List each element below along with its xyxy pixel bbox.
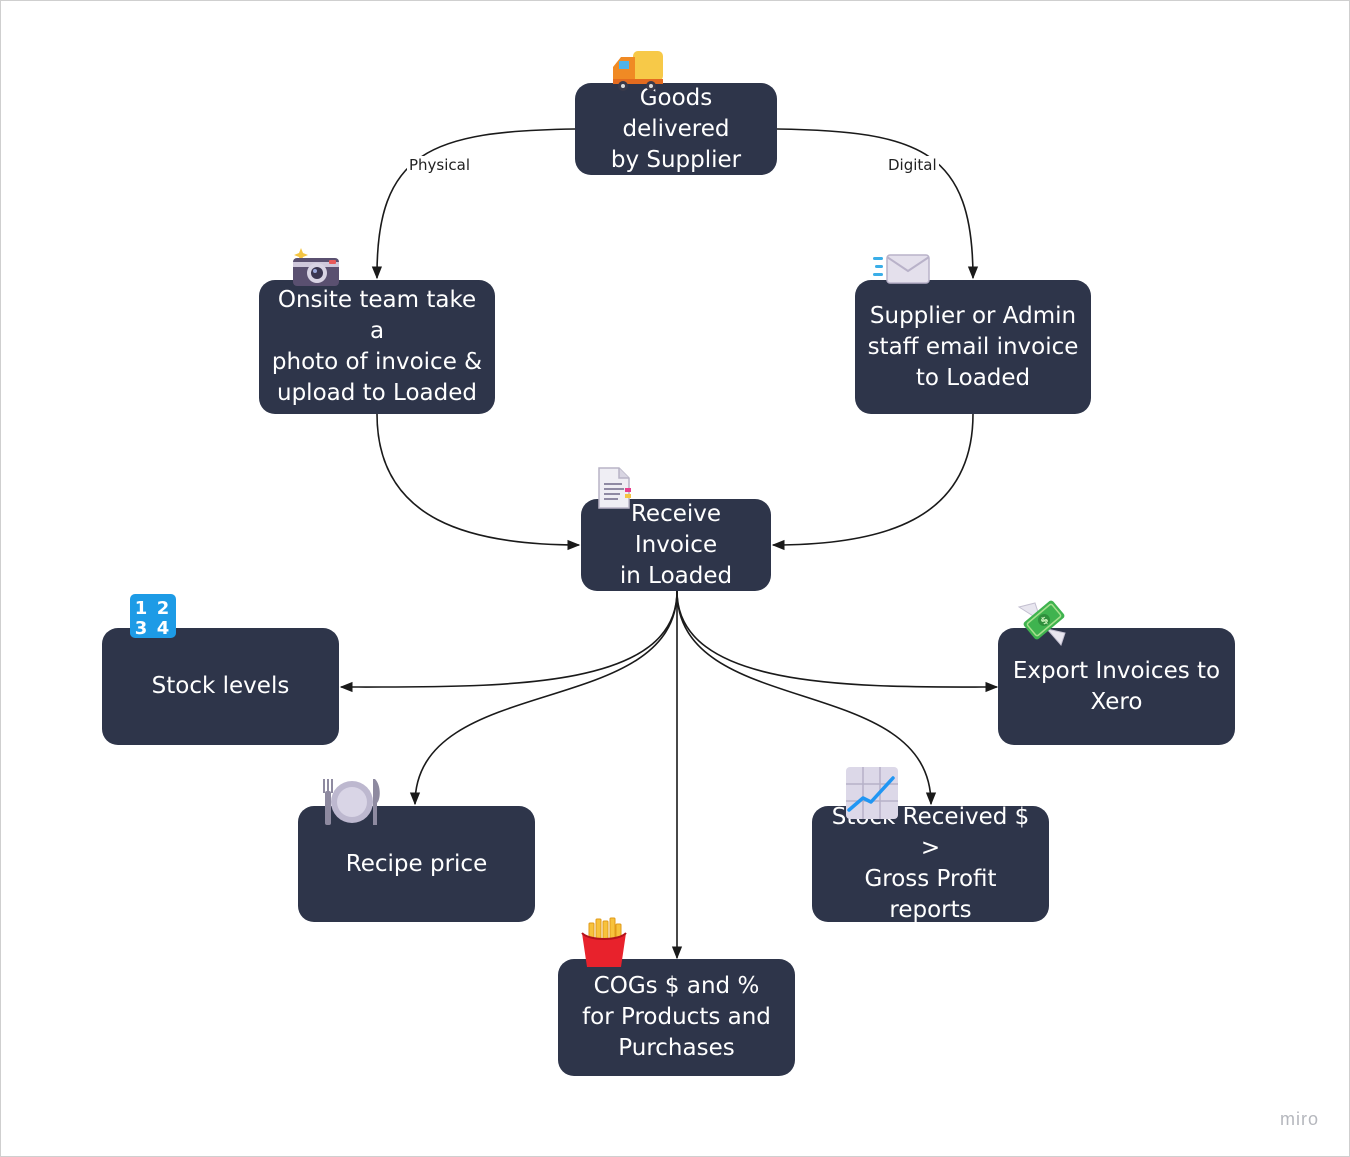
svg-text:4: 4 [157,618,170,639]
camera-flash-icon [293,248,339,286]
chart-increasing-icon [846,767,898,819]
envelope-icon [873,254,930,284]
node-onsite-photo[interactable]: Onsite team take a photo of invoice & up… [259,280,495,414]
document-icon [598,467,631,509]
node-export-xero[interactable]: Export Invoices to Xero [998,628,1235,745]
svg-text:2: 2 [157,598,170,619]
node-stock-levels[interactable]: Stock levels [102,628,339,745]
french-fries-icon [581,917,627,967]
node-goods-delivered[interactable]: Goods delivered by Supplier [575,83,777,175]
node-email-invoice[interactable]: Supplier or Admin staff email invoice to… [855,280,1091,414]
node-recipe-price[interactable]: Recipe price [298,806,535,922]
node-receive-invoice[interactable]: Receive Invoice in Loaded [581,499,771,591]
edge-onsite-to-receive [376,413,581,551]
edge-receive-to-recipe [409,590,678,806]
node-gross-profit[interactable]: Stock Received $ > Gross Profit reports [812,804,1049,923]
svg-text:1: 1 [135,598,148,619]
delivery-truck-icon [613,51,663,91]
edge-label-physical: Physical [407,156,473,174]
edge-receive-to-stock-levels [339,590,678,693]
edge-receive-to-xero [676,590,999,693]
edge-goods-to-onsite [371,128,576,280]
svg-text:3: 3 [135,618,148,639]
miro-watermark: miro [1280,1109,1319,1129]
plate-fork-knife-icon [323,779,380,825]
money-with-wings-icon: $ [1017,600,1066,646]
node-cogs[interactable]: COGs $ and % for Products and Purchases [558,959,795,1076]
edge-email-to-receive [771,413,974,551]
edge-label-digital: Digital [886,156,939,174]
numbers-1234-icon: 1 2 3 4 [130,594,176,639]
edge-receive-to-gross-profit [676,590,937,806]
